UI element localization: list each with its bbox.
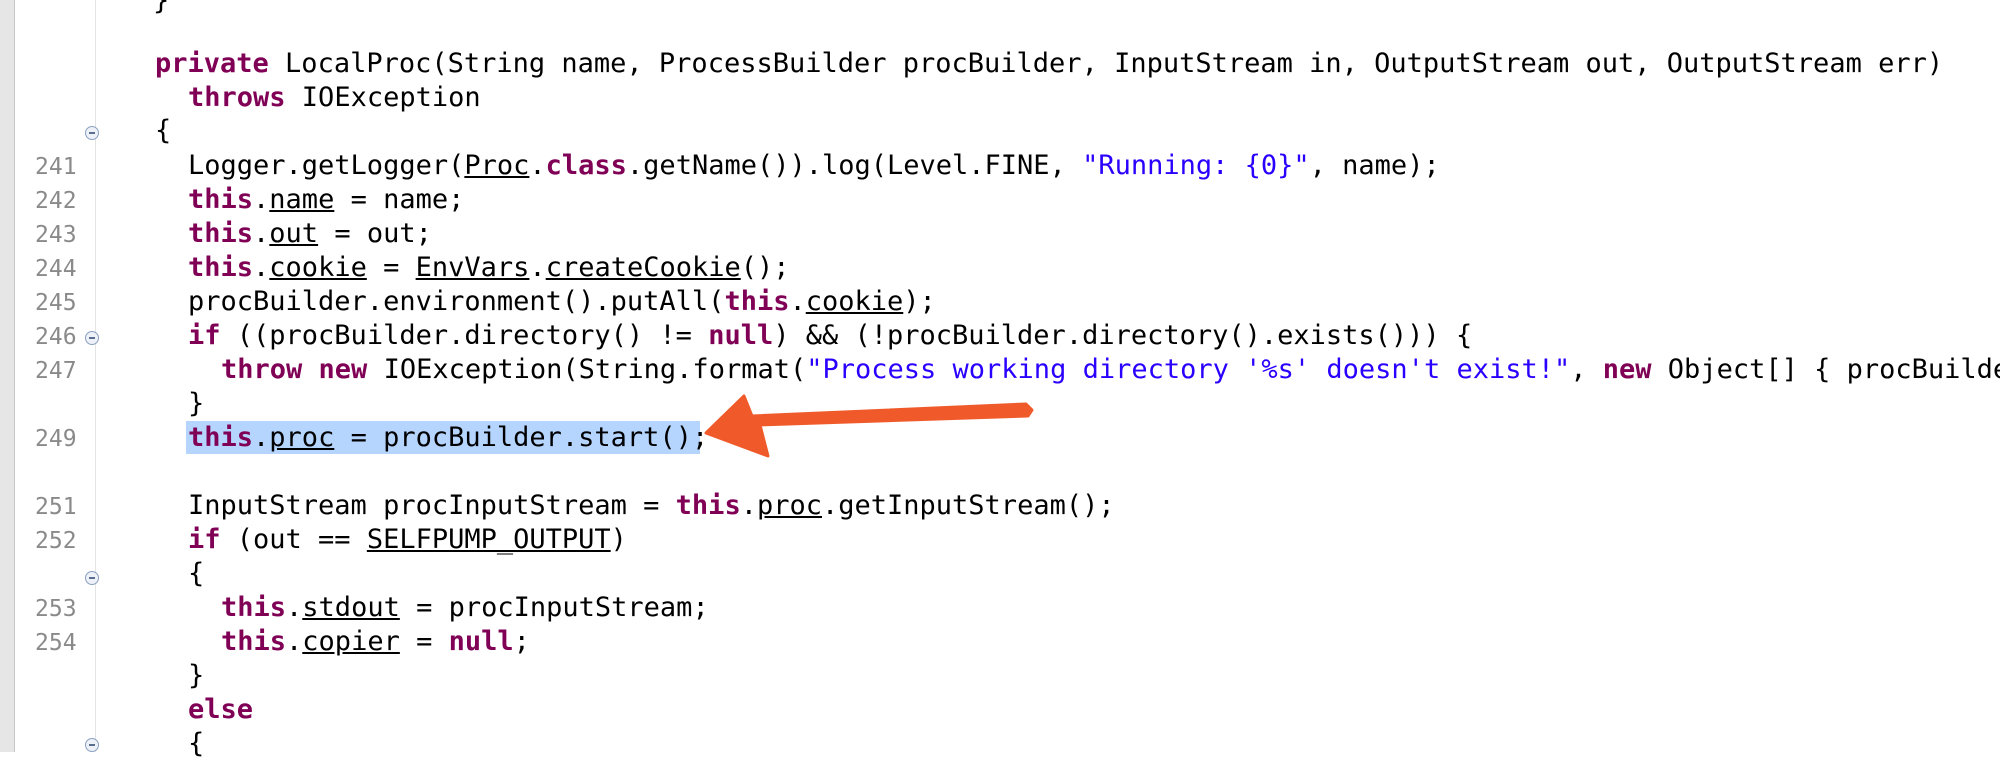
- code-line: {: [188, 728, 205, 759]
- code-line: }: [153, 0, 170, 16]
- code-line: this.copier = null;: [221, 626, 530, 657]
- code-line: {: [188, 558, 205, 589]
- line-number: 244: [35, 256, 77, 282]
- code-line: if (out == SELFPUMP_OUTPUT): [188, 524, 627, 555]
- line-number: 247: [35, 358, 77, 384]
- line-number: 242: [35, 188, 77, 214]
- line-number: 251: [35, 494, 77, 520]
- line-number: 249: [35, 426, 77, 452]
- code-line: }: [188, 660, 205, 691]
- code-line: }: [188, 388, 205, 419]
- line-number: 254: [35, 630, 77, 656]
- code-line: throws IOException: [188, 82, 481, 113]
- code-line-selected: this.proc = procBuilder.start();: [188, 422, 709, 453]
- selected-text-highlight: [186, 421, 700, 454]
- line-number: 252: [35, 528, 77, 554]
- line-number: 241: [35, 154, 77, 180]
- line-number: 246: [35, 324, 77, 350]
- code-line: procBuilder.environment().putAll(this.co…: [188, 286, 936, 317]
- code-line: InputStream procInputStream = this.proc.…: [188, 490, 1115, 521]
- code-line: throw new IOException(String.format("Pro…: [221, 354, 2000, 385]
- line-number: 253: [35, 596, 77, 622]
- code-line: this.name = name;: [188, 184, 465, 215]
- code-line: this.out = out;: [188, 218, 432, 249]
- code-line: if ((procBuilder.directory() != null) &&…: [188, 320, 1473, 351]
- fold-toggle-icon[interactable]: [85, 126, 99, 140]
- code-line: {: [155, 115, 172, 146]
- code-line: Logger.getLogger(Proc.class.getName()).l…: [188, 150, 1440, 181]
- code-line: this.cookie = EnvVars.createCookie();: [188, 252, 790, 283]
- line-number: 245: [35, 290, 77, 316]
- editor-left-border: [0, 0, 15, 752]
- line-number-gutter: 241 242 243 244 245 246 247 249 251 252 …: [15, 0, 99, 752]
- code-line: this.stdout = procInputStream;: [221, 592, 709, 623]
- line-number: 243: [35, 222, 77, 248]
- code-line: else: [188, 694, 254, 725]
- fold-toggle-icon[interactable]: [85, 331, 99, 345]
- code-line: private LocalProc(String name, ProcessBu…: [155, 48, 1944, 79]
- fold-toggle-icon[interactable]: [85, 571, 99, 585]
